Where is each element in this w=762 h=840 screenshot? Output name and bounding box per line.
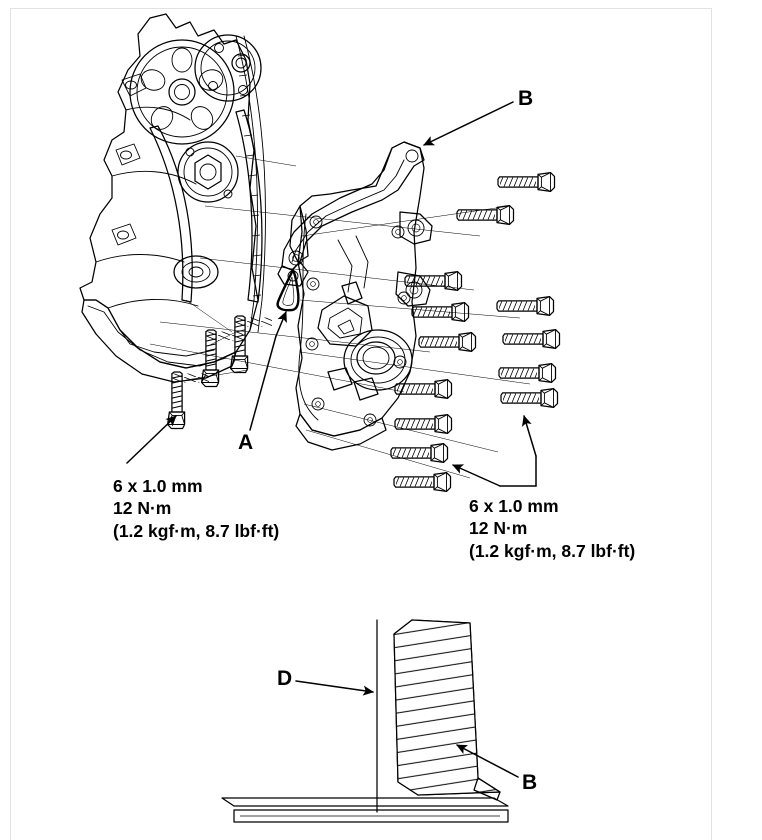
chain-case-cover	[277, 141, 433, 451]
callout-b-upper-label: B	[518, 87, 533, 110]
crank-boss	[173, 255, 219, 289]
flange-bolt	[496, 295, 555, 317]
callout-b-lower: B	[456, 744, 537, 794]
upper-exploded-view: B A 6 x 1.0 mm 12 N·m (1.2 kgf·m, 8.7 lb…	[79, 13, 635, 561]
flange-bolt	[394, 413, 453, 435]
chain-tensioner-arm	[235, 109, 263, 303]
crank-seal-bore	[343, 329, 413, 391]
right-bolt-spec-torque: 12 N·m	[469, 518, 527, 538]
engine-block	[79, 13, 266, 383]
callout-b-lower-label: B	[522, 771, 537, 794]
flange-bolt	[497, 171, 556, 193]
flange-bolt	[394, 378, 453, 400]
flange-bolt	[500, 387, 559, 409]
left-bolt-spec-torque: 12 N·m	[113, 498, 171, 518]
upper-sprocket	[194, 34, 262, 102]
chain-guide	[149, 125, 193, 303]
right-bolt-spec-size: 6 x 1.0 mm	[469, 496, 559, 516]
lower-cross-section-view: D B	[221, 619, 537, 823]
oil-pan-rail	[221, 797, 509, 823]
callout-d: D	[277, 667, 374, 696]
cam-sprocket	[129, 39, 235, 145]
flange-bolt	[229, 315, 273, 374]
chain-case-bracket-rail	[281, 141, 425, 271]
flange-bolt	[393, 471, 452, 493]
assembly-guide-lines	[149, 155, 531, 479]
flange-bolt	[456, 204, 515, 226]
callout-a-label: A	[238, 431, 253, 454]
left-bolt-spec-alt: (1.2 kgf·m, 8.7 lbf·ft)	[113, 521, 279, 541]
left-bolt-spec-size: 6 x 1.0 mm	[113, 476, 203, 496]
flange-bolt	[502, 328, 561, 350]
flange-bolt	[411, 301, 470, 323]
left-bolt-spec: 6 x 1.0 mm 12 N·m (1.2 kgf·m, 8.7 lbf·ft…	[113, 415, 279, 541]
timing-chain	[235, 35, 266, 333]
callout-b-upper: B	[423, 87, 533, 146]
flange-bolt	[418, 331, 477, 353]
flange-bolt	[390, 442, 449, 464]
right-bolt-spec-alt: (1.2 kgf·m, 8.7 lbf·ft)	[469, 541, 635, 561]
right-bolt-spec: 6 x 1.0 mm 12 N·m (1.2 kgf·m, 8.7 lbf·ft…	[452, 415, 635, 561]
callout-d-label: D	[277, 667, 292, 690]
o-ring-seal	[276, 268, 300, 312]
flange-bolt	[498, 362, 557, 384]
chain-case-section	[393, 619, 501, 801]
callout-a: A	[238, 311, 287, 454]
lower-sprocket	[177, 141, 239, 203]
